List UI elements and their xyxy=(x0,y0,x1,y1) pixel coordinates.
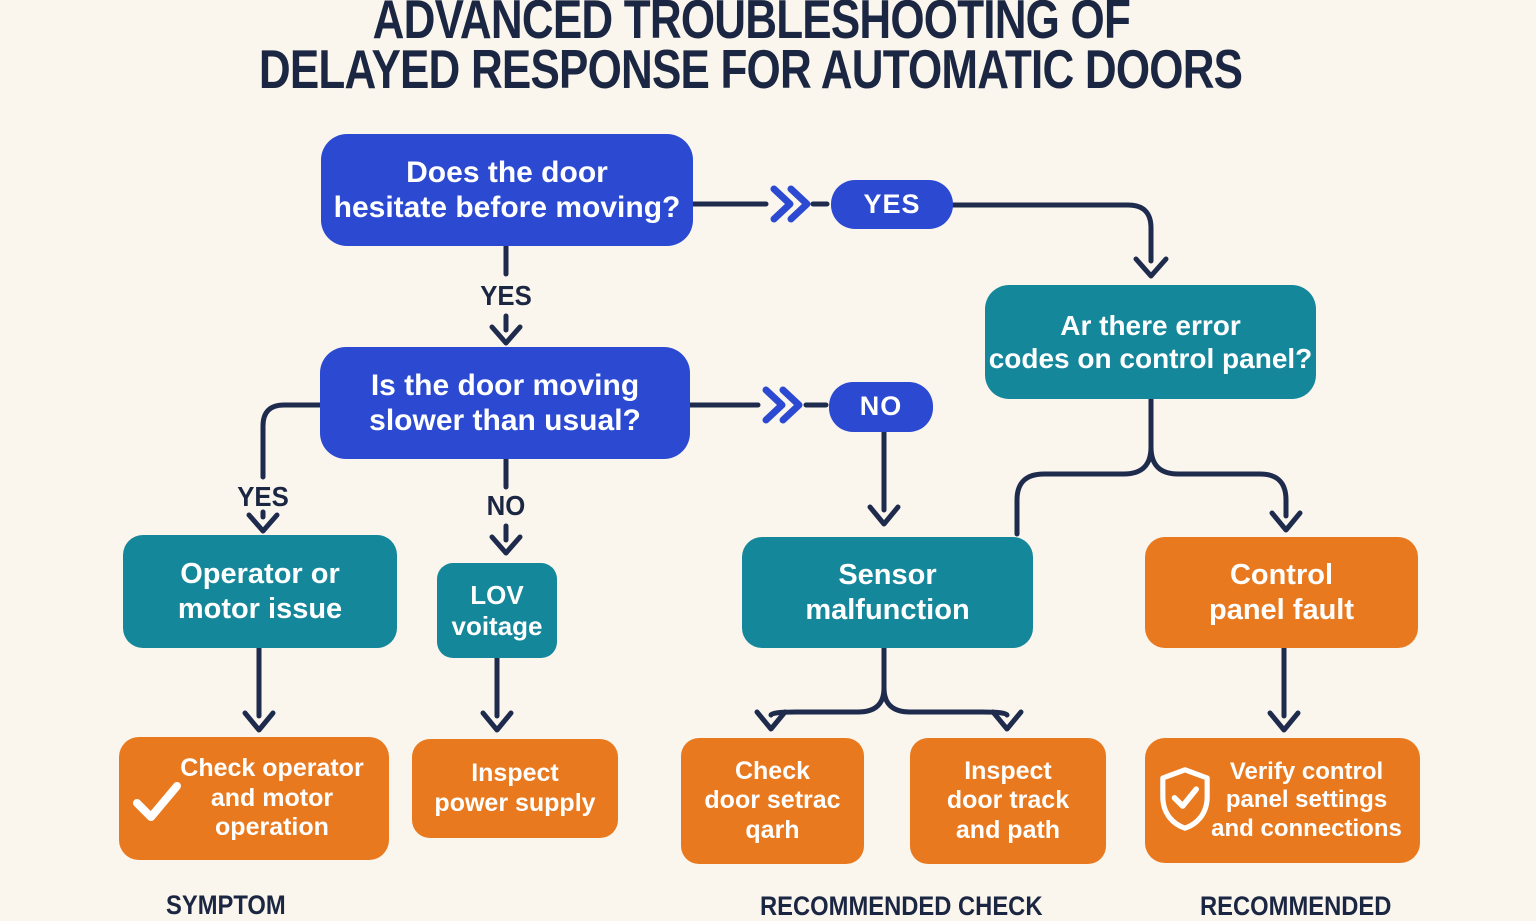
edge-q3-down-to-low-voltage xyxy=(489,456,523,556)
arrowhead-down-icon xyxy=(1269,510,1303,533)
arrowhead-down-icon xyxy=(489,324,523,346)
footer-label-symptom-text: SYMPTOM xyxy=(166,890,286,920)
arrowhead-down-icon xyxy=(754,709,788,732)
footer-label-recommended-check-text: RECOMMENDED CHECK xyxy=(760,891,1043,921)
arrowhead-down-icon xyxy=(246,512,280,534)
page-title: ADVANCED TROUBLESHOOTING OF DELAYED RESP… xyxy=(0,0,1519,100)
edge-label-yes-down-text: YES xyxy=(480,280,532,311)
node-control-panel-fault-label: Control panel fault xyxy=(1208,559,1354,626)
arrowhead-down-icon xyxy=(242,710,276,733)
node-inspect-power-supply-label: Inspect power supply xyxy=(434,759,596,817)
node-yes-pill: YES xyxy=(831,180,953,229)
arrowhead-down-icon xyxy=(1267,710,1301,733)
edge-label-no-down-text: NO xyxy=(486,490,526,521)
page-title-line1: ADVANCED TROUBLESHOOTING OF xyxy=(372,0,1130,50)
edge-low-voltage-to-inspect-power xyxy=(480,655,514,733)
node-low-voltage-label: LOV voitage xyxy=(451,579,543,641)
node-yes-pill-label: YES xyxy=(863,188,921,219)
arrowhead-down-icon xyxy=(1133,256,1169,279)
chevron-right-icon xyxy=(787,185,811,223)
node-inspect-door-track: Inspect door track and path xyxy=(910,738,1106,864)
chevron-right-icon xyxy=(779,386,803,424)
node-inspect-power-supply: Inspect power supply xyxy=(412,739,618,838)
node-question-slower: Is the door moving slower than usual? xyxy=(320,347,690,459)
arrowhead-down-icon xyxy=(480,710,514,733)
node-check-operator-motor-label: Check operator and motor operation xyxy=(180,754,364,842)
node-no-pill: NO xyxy=(829,382,933,432)
node-check-door-setrac: Check door setrac qarh xyxy=(681,738,864,864)
node-operator-motor-issue: Operator or motor issue xyxy=(123,535,397,648)
footer-label-recommended-check: RECOMMENDED CHECK xyxy=(760,891,1081,921)
node-inspect-door-track-label: Inspect door track and path xyxy=(946,756,1070,844)
arrowhead-down-icon xyxy=(489,534,523,556)
node-low-voltage: LOV voitage xyxy=(437,563,557,658)
edge-q1-to-yes-pill xyxy=(690,185,830,223)
node-question-error-codes: Ar there error codes on control panel? xyxy=(985,285,1316,399)
chevron-right-icon xyxy=(770,185,794,223)
footer-label-symptom: SYMPTOM xyxy=(166,890,302,921)
page-title-line2: DELAYED RESPONSE FOR AUTOMATIC DOORS xyxy=(259,38,1243,100)
edge-q1-down-to-q3 xyxy=(489,243,523,346)
footer-label-recommended: RECOMMENDED xyxy=(1200,891,1418,921)
node-verify-control-panel-label: Verify control panel settings and connec… xyxy=(1211,758,1402,842)
arrowhead-down-icon xyxy=(867,504,901,527)
edge-q3-left-to-operator xyxy=(246,402,323,534)
node-no-pill-label: NO xyxy=(859,391,903,422)
edge-yes-pill-to-error-codes xyxy=(950,202,1169,279)
node-operator-motor-issue-label: Operator or motor issue xyxy=(177,558,343,625)
node-control-panel-fault: Control panel fault xyxy=(1145,537,1418,648)
edge-label-yes-down: YES xyxy=(466,280,546,312)
edge-label-no-down: NO xyxy=(468,490,544,522)
node-question-hesitate: Does the door hesitate before moving? xyxy=(321,134,693,246)
edge-label-yes-left-text: YES xyxy=(237,481,289,512)
footer-label-recommended-text: RECOMMENDED xyxy=(1200,891,1392,921)
checkmark-icon xyxy=(133,782,181,821)
edge-error-codes-split xyxy=(1014,396,1303,537)
edge-control-fault-to-verify xyxy=(1267,645,1301,733)
edge-label-yes-left: YES xyxy=(223,481,303,513)
node-sensor-malfunction: Sensor malfunction xyxy=(742,537,1033,648)
chevron-right-icon xyxy=(762,386,786,424)
node-verify-control-panel: Verify control panel settings and connec… xyxy=(1145,738,1420,863)
node-question-hesitate-label: Does the door hesitate before moving? xyxy=(333,155,681,224)
node-question-error-codes-label: Ar there error codes on control panel? xyxy=(988,309,1313,374)
node-question-slower-label: Is the door moving slower than usual? xyxy=(369,368,641,437)
node-check-operator-motor: Check operator and motor operation xyxy=(119,737,389,860)
edge-no-pill-to-sensor xyxy=(867,429,901,527)
edge-q3-to-no-pill xyxy=(687,386,829,424)
node-sensor-malfunction-label: Sensor malfunction xyxy=(805,559,970,626)
shield-check-icon xyxy=(1160,767,1210,831)
node-check-door-setrac-label: Check door setrac qarh xyxy=(704,756,841,844)
arrowhead-down-icon xyxy=(990,709,1024,732)
edge-operator-to-check-operator xyxy=(242,645,276,733)
edge-sensor-split xyxy=(754,645,1024,732)
